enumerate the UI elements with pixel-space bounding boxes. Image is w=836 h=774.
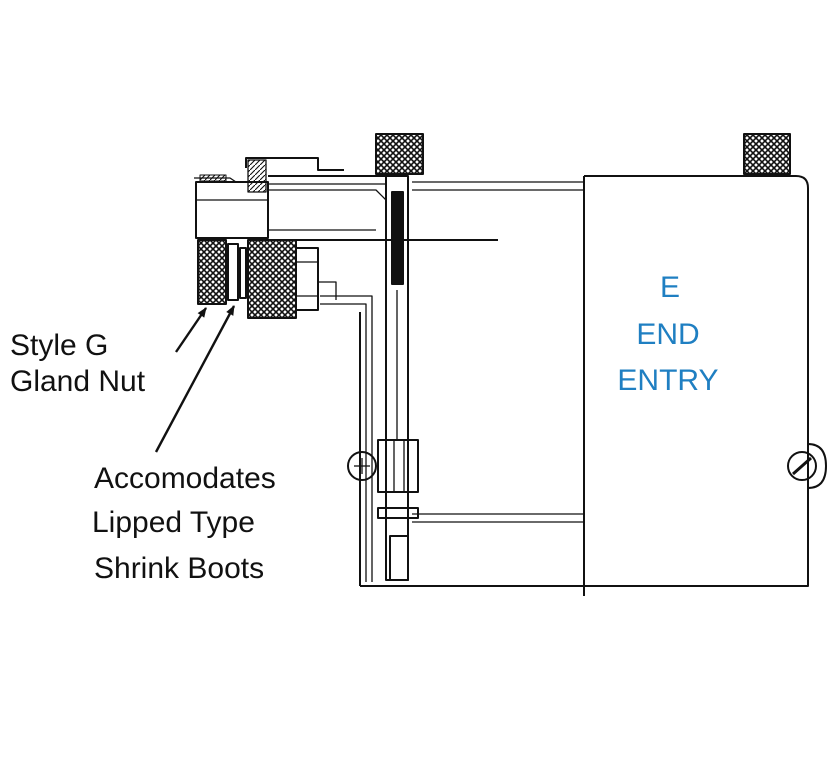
entry-label-line2: END <box>636 318 699 351</box>
callout-boots-line3: Shrink Boots <box>94 552 264 585</box>
callout-gland-nut-line1: Style G <box>10 329 108 362</box>
mount-screw-right <box>787 451 817 481</box>
boot-knurl <box>247 239 297 319</box>
gland-nut-knurl <box>197 239 227 305</box>
leader-boots <box>154 305 236 453</box>
housing-outline <box>360 175 809 587</box>
thumb-screw-right <box>743 133 791 175</box>
callout-boots-line1: Accomodates <box>94 462 276 495</box>
callout-gland-nut-line2: Gland Nut <box>10 365 146 398</box>
callout-boots-line2: Lipped Type <box>92 506 255 539</box>
gland-body <box>195 181 269 239</box>
entry-label-line1: E <box>660 271 680 304</box>
leader-gland-nut <box>175 307 207 353</box>
mount-ear-left <box>347 451 377 481</box>
entry-label-line3: ENTRY <box>617 364 718 397</box>
backshell-top <box>245 157 344 171</box>
thumb-screw-left <box>375 133 424 175</box>
